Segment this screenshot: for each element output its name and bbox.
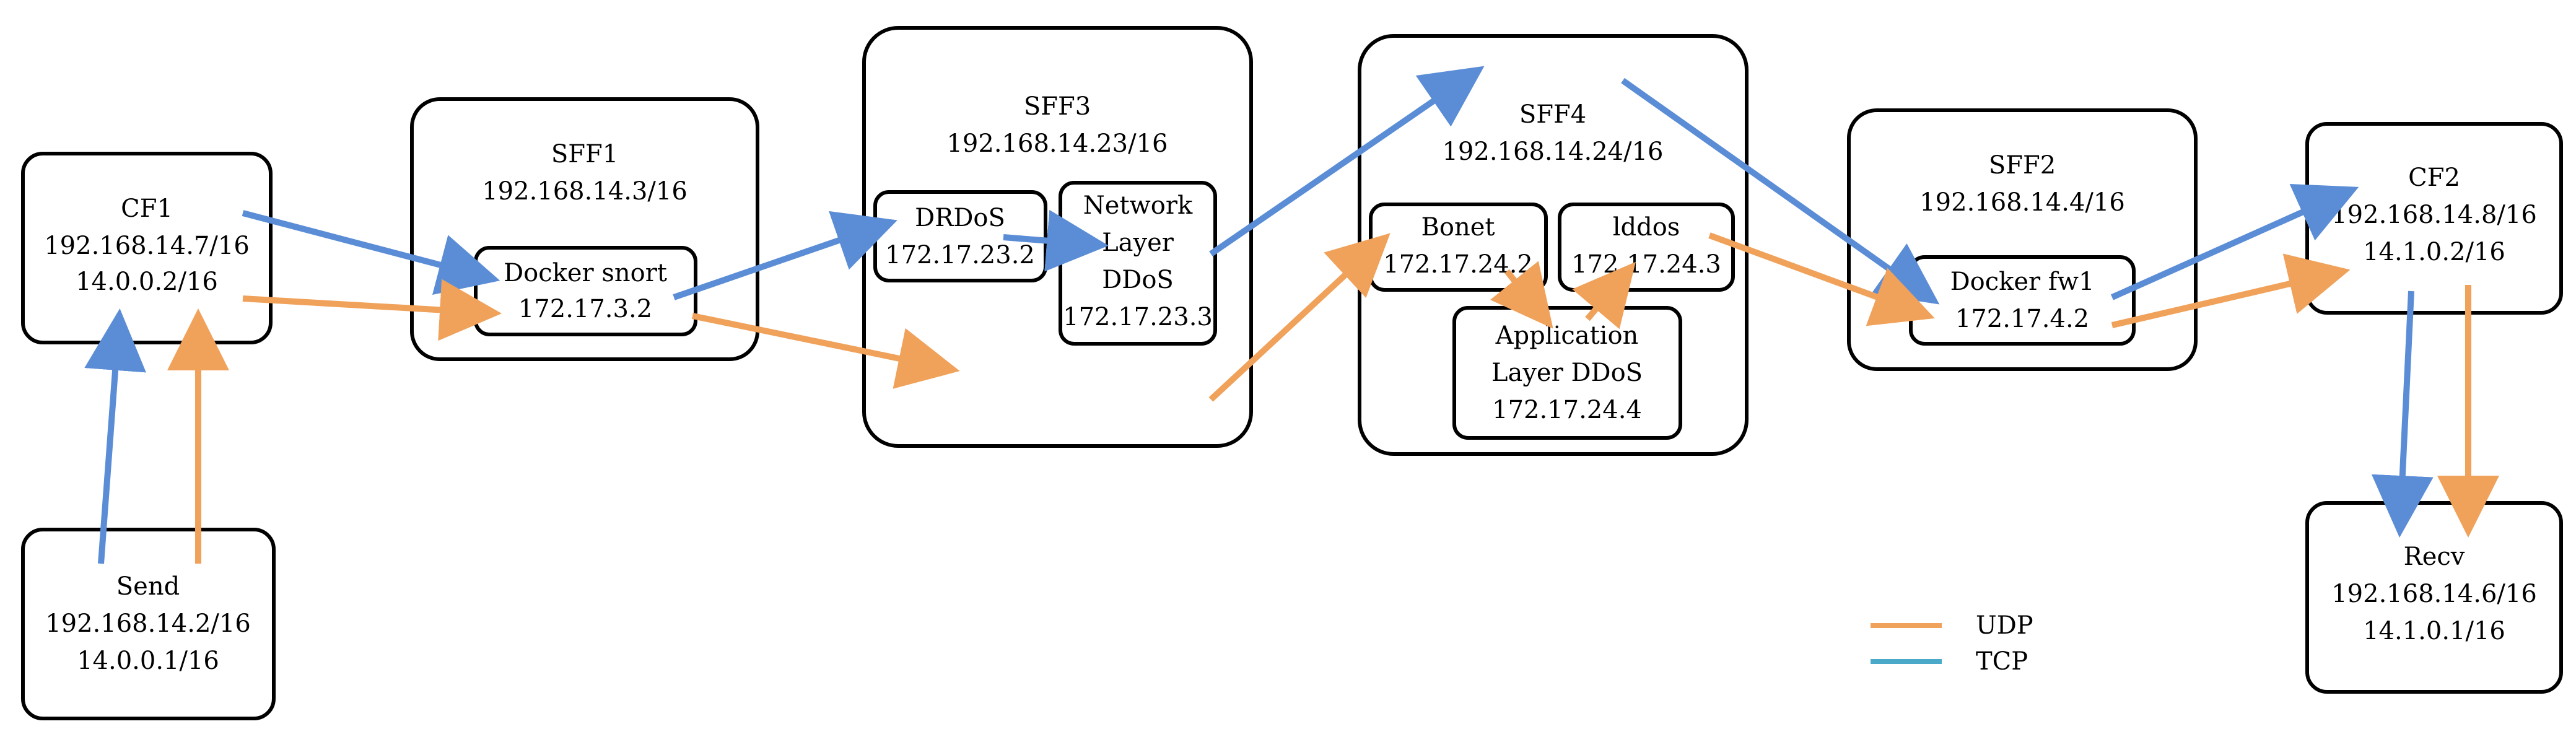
recv-name: Recv bbox=[2404, 543, 2465, 571]
fw1-line-1: Docker fw1 bbox=[1950, 268, 2095, 296]
cf2-name: CF2 bbox=[2408, 164, 2460, 192]
sff4-line-1: 192.168.14.24/16 bbox=[1442, 137, 1663, 166]
drdos-line-2: 172.17.23.2 bbox=[885, 241, 1035, 269]
tcp-arrow-fw1-cf2 bbox=[2110, 184, 2359, 300]
bonet-line-1: Bonet bbox=[1421, 213, 1495, 242]
cf1-box bbox=[21, 152, 273, 344]
tcp-arrow-sff4-fw1 bbox=[1621, 77, 1940, 305]
netddos-line-2: Layer bbox=[1102, 229, 1174, 257]
cf2-line-1: 192.168.14.8/16 bbox=[2331, 201, 2537, 229]
udp-arrow-lddos-fw1 bbox=[1708, 232, 1935, 326]
appddos-line-2: Layer DDoS bbox=[1491, 359, 1643, 387]
udp-arrow-cf1-snort bbox=[242, 279, 502, 341]
recv-box bbox=[2305, 501, 2563, 694]
udp-arrow-snort-sff3 bbox=[691, 313, 960, 389]
tcp-arrow-cf2-recv bbox=[2371, 290, 2434, 538]
tcp-arrow-send-cf1 bbox=[84, 308, 146, 564]
netddos-line-4: 172.17.23.3 bbox=[1063, 303, 1213, 331]
cf1-line-2: 14.0.0.2/16 bbox=[76, 268, 218, 296]
sff1-box bbox=[410, 97, 759, 361]
udp-arrow-sff3-bonet bbox=[1208, 233, 1391, 402]
udp-arrow-appddos-lddos bbox=[1572, 261, 1636, 330]
legend: UDP TCP bbox=[1871, 611, 2033, 676]
lddos-line-1: lddos bbox=[1613, 213, 1680, 242]
snort-line-2: 172.17.3.2 bbox=[518, 295, 652, 323]
appddos-box bbox=[1452, 306, 1682, 440]
send-name: Send bbox=[116, 572, 180, 601]
fw1-line-2: 172.17.4.2 bbox=[1955, 305, 2089, 333]
sff3-name: SFF3 bbox=[1024, 92, 1091, 121]
udp-arrow-fw1-cf2 bbox=[2111, 253, 2351, 328]
recv-line-2: 14.1.0.1/16 bbox=[2363, 617, 2505, 645]
snort-line-1: Docker snort bbox=[504, 259, 667, 287]
drdos-line-1: DRDoS bbox=[915, 204, 1005, 232]
tcp-arrow-drdos-netddos bbox=[1003, 209, 1109, 272]
cf1-line-1: 192.168.14.7/16 bbox=[44, 232, 250, 260]
appddos-line-3: 172.17.24.4 bbox=[1492, 396, 1642, 424]
sff2-line-1: 192.168.14.4/16 bbox=[1919, 188, 2125, 217]
netddos-line-3: DDoS bbox=[1102, 266, 1174, 294]
sff3-line-1: 192.168.14.23/16 bbox=[946, 129, 1168, 158]
cf2-line-2: 14.1.0.2/16 bbox=[2363, 238, 2505, 266]
udp-arrow-bonet-appddos bbox=[1490, 261, 1553, 329]
sff2-name: SFF2 bbox=[1989, 151, 2056, 180]
tcp-arrow-snort-drdos bbox=[673, 211, 897, 300]
legend-udp-label: UDP bbox=[1976, 611, 2033, 640]
tcp-arrow-cf1-snort bbox=[242, 210, 500, 295]
recv-line-1: 192.168.14.6/16 bbox=[2331, 580, 2537, 608]
sff4-name: SFF4 bbox=[1519, 100, 1586, 129]
send-line-1: 192.168.14.2/16 bbox=[45, 609, 251, 638]
tcp-arrow-netddos-sff4 bbox=[1209, 66, 1485, 257]
lddos-line-2: 172.17.24.3 bbox=[1571, 250, 1721, 279]
send-box bbox=[21, 528, 276, 720]
sff1-line-1: 192.168.14.3/16 bbox=[482, 177, 688, 206]
send-line-2: 14.0.0.1/16 bbox=[77, 647, 219, 675]
cf1-name: CF1 bbox=[121, 194, 173, 223]
sff1-name: SFF1 bbox=[551, 140, 618, 168]
legend-tcp-label: TCP bbox=[1976, 647, 2028, 676]
netddos-line-1: Network bbox=[1083, 191, 1193, 220]
appddos-line-1: Application bbox=[1495, 321, 1639, 350]
